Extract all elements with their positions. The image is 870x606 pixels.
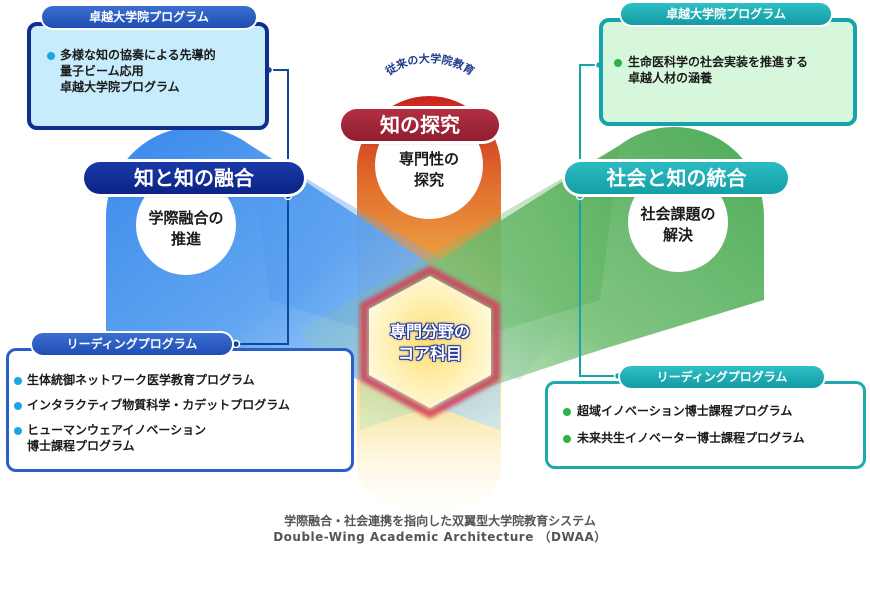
circle-line: 解決 [662,226,693,244]
bullet-icon [47,52,55,60]
item-line: 量子ビーム応用 [60,64,144,78]
core-line: コア科目 [397,344,462,363]
right-bottom-program-item: 超域イノベーション博士課程プログラム [577,403,792,419]
item-line: 卓越人材の涵養 [628,71,713,85]
bullet-icon [614,59,622,67]
center-title: 知の探究 [341,109,499,141]
left-wing-title: 知と知の融合 [84,162,304,194]
left-wing-circle [136,175,236,275]
right-top-program-item: 生命医科学の社会実装を推進する 卓越人材の涵養 [628,54,808,86]
right-wing-circle [628,172,728,272]
item-line: 生体統御ネットワーク医学教育プログラム [27,373,255,387]
item-line: 卓越大学院プログラム [60,80,180,94]
item-line: 超域イノベーション博士課程プログラム [577,404,793,418]
right-bottom-program-item: 未来共生イノベーター博士課程プログラム [577,430,805,446]
connector-lines [236,64,618,377]
left-wing-circle-text: 学際融合の 推進 [126,208,246,250]
left-bottom-program-item: ヒューマンウェアイノベーション 博士課程プログラム [27,422,206,454]
bullet-icon [563,435,571,443]
right-bottom-program-tab: リーディングプログラム [620,366,824,388]
item-line: 生命医科学の社会実装を推進する [628,55,809,69]
item-line: インタラクティブ物質科学・カデットプログラム [27,398,290,412]
item-line: 多様な知の協奏による先導的 [60,48,216,62]
right-wing-title: 社会と知の統合 [565,162,788,194]
right-wing-circle-text: 社会課題の 解決 [618,204,738,246]
circle-line: 推進 [170,230,201,248]
item-line: 博士課程プログラム [27,439,135,453]
caption-english: Double-Wing Academic Architecture （DWAA） [273,530,607,544]
item-line: ヒューマンウェアイノベーション [27,423,207,437]
right-bottom-program-box [545,381,866,469]
center-circle-text: 専門性の 探究 [369,149,489,191]
caption-japanese: 学際融合・社会連携を指向した双翼型大学院教育システム [284,514,596,528]
left-bottom-program-item: インタラクティブ物質科学・カデットプログラム [27,397,290,413]
right-top-program-tab: 卓越大学院プログラム [621,3,831,25]
item-line: 未来共生イノベーター博士課程プログラム [577,431,805,445]
center-arc-label: 従来の大学院教育 [382,51,477,78]
bullet-icon [14,402,22,410]
core-subjects-label: 専門分野の コア科目 [370,321,490,365]
bullet-icon [563,408,571,416]
circle-line: 探究 [413,171,444,189]
core-hexagon [360,265,500,419]
left-top-program-item: 多様な知の協奏による先導的 量子ビーム応用 卓越大学院プログラム [60,47,216,95]
bullet-icon [14,427,22,435]
bullet-icon [14,377,22,385]
left-top-program-tab: 卓越大学院プログラム [42,6,256,28]
circle-line: 専門性の [398,150,459,168]
circle-line: 社会課題の [640,205,716,223]
circle-line: 学際融合の [148,209,224,227]
left-bottom-program-item: 生体統御ネットワーク医学教育プログラム [27,372,255,388]
left-bottom-program-tab: リーディングプログラム [32,333,232,355]
core-line: 専門分野の [389,322,470,341]
